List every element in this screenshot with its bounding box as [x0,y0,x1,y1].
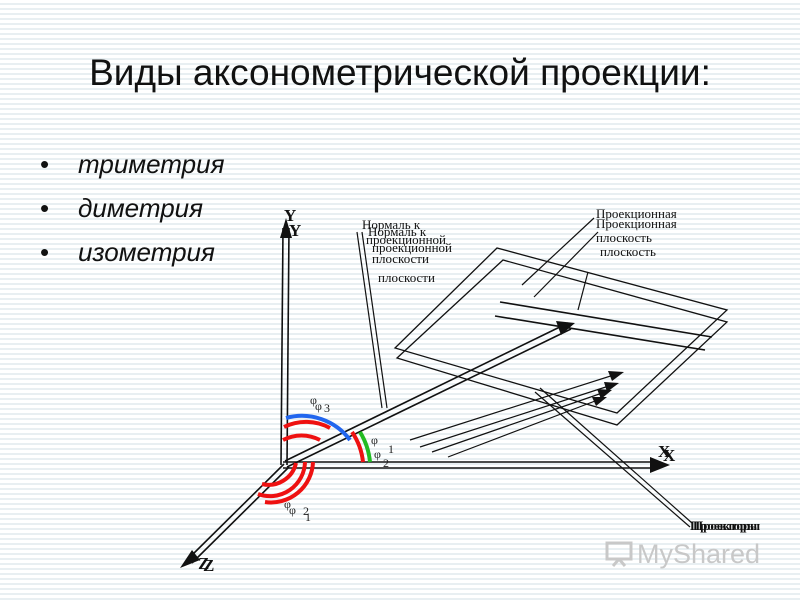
bullet-item-dimetry: • диметрия [40,186,224,230]
plane-label-line1: Проекционная [596,206,677,221]
bullet-text: триметрия [78,149,225,179]
angle-symbol-2-shadow: φ [289,503,296,517]
angle-arc-2-red-3 [261,462,298,487]
projector-arrow [592,397,607,406]
angle-symbol-2: φ [284,497,291,511]
projector-line [409,372,621,441]
plane-label-line1-shadow: Проекционная [596,216,677,231]
plane-leader-line [521,217,595,286]
projectors-label-shadow: Проекторы [693,518,760,533]
normal-label-line2: проекционной [366,232,446,247]
angle-arc-3-red [283,419,331,430]
watermark: MyShared [605,536,760,572]
angle-arc-2-red-2 [264,461,315,505]
bullet-text: диметрия [78,193,203,223]
axis-y-arrow [280,218,292,238]
axis-y-label-shadow: Y [289,221,301,240]
watermark-text: MyShared [637,538,761,569]
bullet-dot: • [40,149,50,179]
angle-index-1: 1 [388,442,394,456]
projector-arrow [604,382,619,392]
projector-line [447,397,604,458]
axis-z-label: Z [198,554,209,573]
normal-label-line2-shadow: проекционной [372,240,452,255]
projector-line [431,390,609,453]
normal-label-line1-shadow: Нормаль к [368,224,427,239]
plane-inner-line [494,315,706,351]
normal-arrow [556,321,575,335]
angle-symbol-3-shadow: φ [315,399,322,413]
axis-x-arrow [650,457,670,473]
angle-symbol-3: φ [310,393,317,407]
normal-label-line3-shadow: плоскости [378,270,435,285]
normal-line [284,322,569,462]
normal-leader-line [356,231,383,409]
angle-arc-3-red-2 [282,433,321,442]
angle-index-1-bottom: 1 [305,510,311,524]
angle-symbol-1-shadow: φ [374,447,381,461]
projectors-leader-line [534,391,691,528]
angle-arc-3-blue [285,413,352,442]
bullet-item-isometry: • изометрия [40,230,224,274]
projection-plane-shadow [395,259,729,426]
angle-index-2: 2 [383,456,389,470]
projectors-label: Проекторы [690,518,757,533]
bullet-text: изометрия [78,237,215,267]
angle-arc-1-green [358,430,372,463]
axis-y-label: Y [284,206,296,225]
axis-x-label: X [658,442,671,461]
axis-z-line-shadow [191,466,290,564]
plane-inner-line [499,301,713,338]
projector-arrow [608,371,624,381]
normal-line-shadow [286,328,572,468]
bullet-dot: • [40,193,50,223]
axis-z-label-shadow: Z [203,556,214,575]
slide-title: Виды аксонометрической проекции: [89,52,711,93]
normal-label-line1: Нормаль к [362,217,421,232]
projector-arrow [597,389,612,399]
angle-symbol-1: φ [371,433,378,447]
normal-leader-line [361,231,388,409]
axis-z-arrow [180,550,200,568]
bullet-dot: • [40,237,50,267]
axis-x-label-shadow: X [663,446,676,465]
plane-label-line2: плоскость [596,230,652,245]
projectors-leader-line [539,387,693,524]
bullet-item-trimetry: • триметрия [40,142,224,186]
projector-line [419,383,616,448]
axis-z-line [186,463,285,561]
angle-index-3: 3 [324,401,330,415]
angle-arc-1-red [350,430,365,463]
angle-index-2-bottom: 2 [303,504,309,518]
angle-arc-2-red [257,461,307,499]
axis-y-line-shadow [286,227,290,466]
normal-label-line3: плоскости [372,251,429,266]
axis-y-line [280,227,284,466]
plane-leader-line [533,231,599,298]
presentation-board-icon [605,541,633,567]
plane-leader-line [577,271,589,311]
bullet-list: • триметрия • диметрия • изометрия [40,142,224,274]
plane-label-line2-shadow: плоскость [600,244,656,259]
